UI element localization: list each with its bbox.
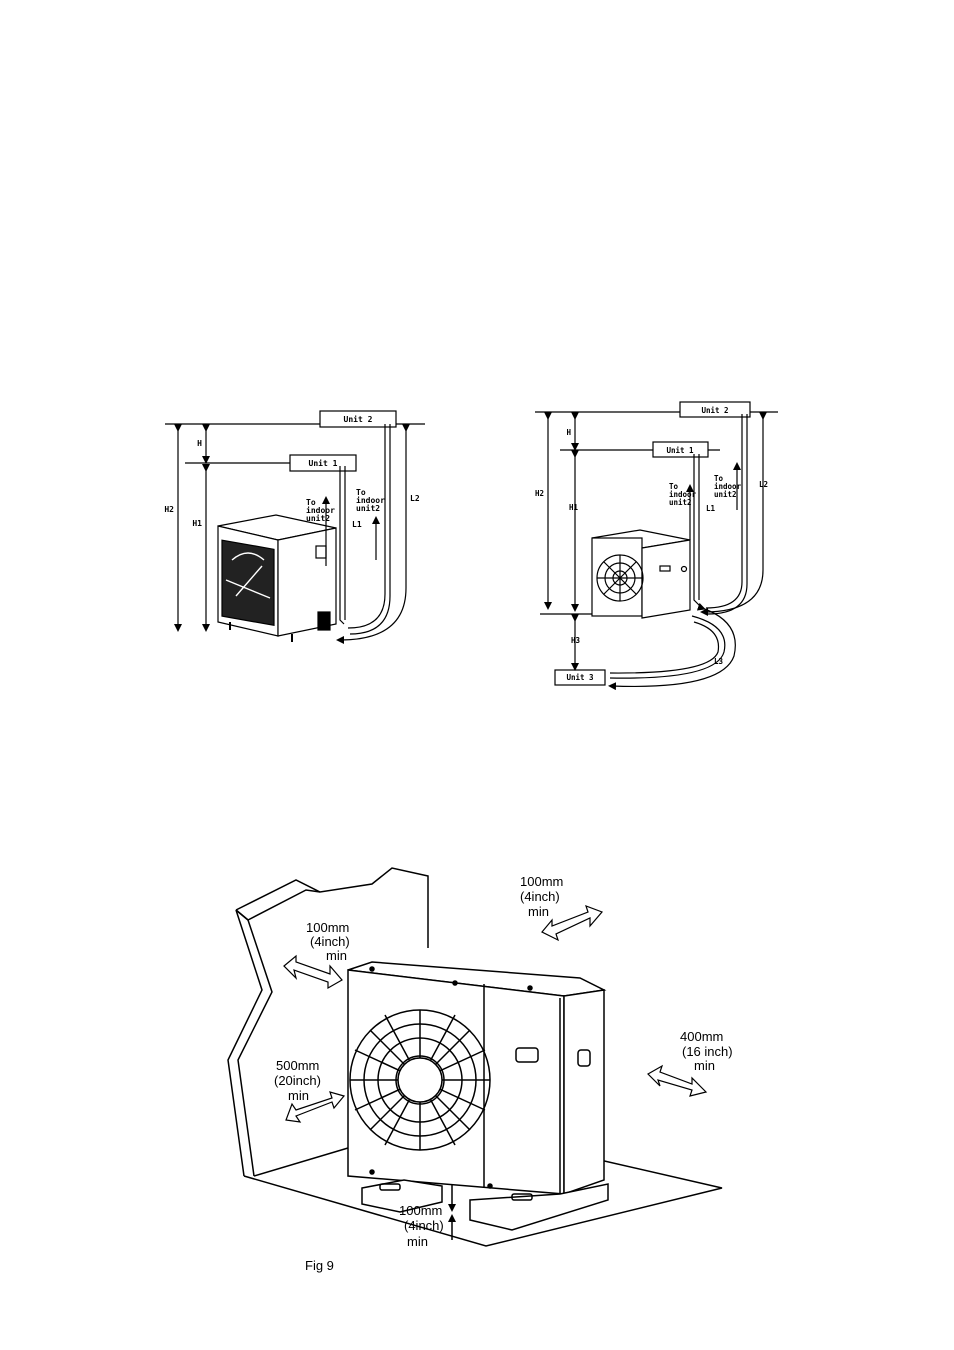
l2-label: L2: [410, 494, 420, 503]
unit2-label: Unit 2: [344, 414, 373, 424]
h2-label: H2: [164, 505, 174, 514]
unit3-label-right: Unit 3: [566, 673, 594, 682]
clearance-top-right-line3: min: [528, 904, 549, 919]
h2-label-right: H2: [535, 489, 544, 498]
wall-inner-edge: [238, 920, 272, 1176]
h3-label-right: H3: [571, 636, 581, 645]
clearance-diagram: [228, 868, 722, 1246]
floor-back-left: [254, 1148, 348, 1176]
pipe-l2-right-b: [708, 414, 747, 614]
clearance-top-right-line1: 100mm: [520, 874, 563, 889]
clearance-arrow-top-right: [542, 906, 602, 940]
l2-dimension-right: [704, 416, 763, 612]
figure-label: Fig 9: [305, 1258, 334, 1273]
clearance-left-side-line1: 500mm: [276, 1058, 319, 1073]
unit2-label-right: Unit 2: [701, 406, 728, 415]
l3-dimension-right: [612, 608, 735, 686]
pipe-l1-a: [340, 466, 344, 624]
h-label: H: [197, 439, 202, 448]
l2-label-right: L2: [759, 480, 768, 489]
to-indoor-a-line3: unit2: [306, 513, 330, 523]
clearance-right-side-line1: 400mm: [680, 1029, 723, 1044]
pipe-l3-right-a: [610, 616, 725, 678]
to-indoor-right-a-line3: unit2: [669, 498, 692, 507]
to-indoor-right-b-line3: unit2: [714, 490, 737, 499]
clearance-right-side-line3: min: [694, 1058, 715, 1073]
clearance-left-side-line3: min: [288, 1088, 309, 1103]
clearance-bottom-line1: 100mm: [399, 1203, 442, 1218]
clearance-right-side-line2: (16 inch): [682, 1044, 733, 1059]
unit1-label: Unit 1: [309, 458, 338, 468]
to-indoor-b-line3: unit2: [356, 503, 380, 513]
clearance-top-right-line2: (4inch): [520, 889, 560, 904]
clearance-left-wall-line3: min: [326, 948, 347, 963]
l3-label-right: L3: [714, 657, 724, 666]
h-label-right: H: [566, 428, 571, 437]
clearance-bottom-line2: (4inch): [404, 1218, 444, 1233]
diagram-left: [165, 411, 425, 642]
outdoor-unit-left: [218, 515, 336, 642]
l1-label: L1: [352, 520, 362, 529]
h1-label: H1: [192, 519, 202, 528]
unit1-label-right: Unit 1: [666, 446, 694, 455]
l1-label-right: L1: [706, 504, 716, 513]
outdoor-unit-clearance: [348, 962, 604, 1194]
clearance-left-wall-line2: (4inch): [310, 934, 350, 949]
clearance-bottom-line3: min: [407, 1234, 428, 1249]
wall-front-edge: [228, 910, 262, 1176]
clearance-left-wall-line1: 100mm: [306, 920, 349, 935]
clearance-left-side-line2: (20inch): [274, 1073, 321, 1088]
pipe-l3-right-b: [610, 622, 719, 673]
outdoor-unit-right: [592, 530, 690, 618]
h1-label-right: H1: [569, 503, 579, 512]
